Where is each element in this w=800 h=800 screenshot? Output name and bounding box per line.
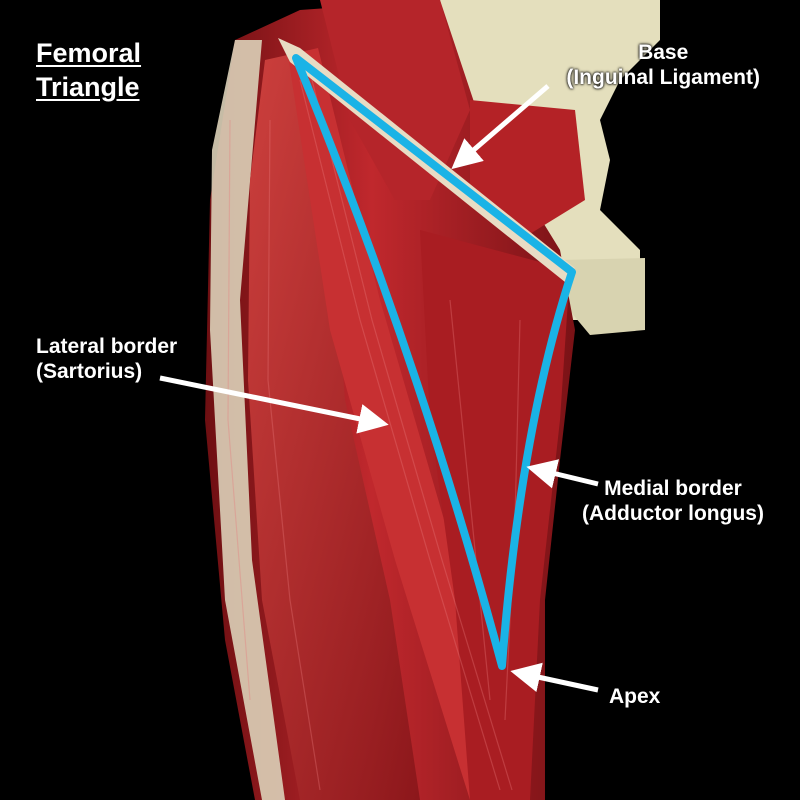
- label-medial-line-2: (Adductor longus): [582, 502, 764, 525]
- label-base-line-1: Base: [638, 41, 689, 64]
- label-apex: Apex: [609, 684, 660, 709]
- title-line-2: Triangle: [36, 72, 140, 102]
- label-lateral-line-1: Lateral border: [36, 335, 178, 358]
- iliotibial-band: [210, 40, 285, 800]
- iliopsoas-muscle: [320, 0, 470, 200]
- quadriceps-muscle: [248, 50, 420, 800]
- pubic-ramus: [560, 258, 645, 335]
- diagram-title: Femoral Triangle: [36, 36, 141, 104]
- arrow-lateral: [159, 375, 389, 434]
- label-medial-line-1: Medial border: [604, 477, 742, 500]
- arrow-medial: [526, 459, 599, 489]
- label-base-line-2: (Inguinal Ligament): [566, 66, 760, 89]
- label-lateral-border: Lateral border (Sartorius): [36, 334, 177, 384]
- adductor-muscle: [420, 230, 570, 800]
- label-apex-line-1: Apex: [609, 685, 661, 708]
- abdominal-muscle: [470, 100, 585, 240]
- title-line-1: Femoral: [36, 38, 142, 68]
- femoral-triangle-outline: [292, 54, 576, 670]
- label-lateral-line-2: (Sartorius): [36, 360, 143, 383]
- arrow-apex: [510, 662, 599, 693]
- label-medial-border: Medial border (Adductor longus): [582, 476, 764, 526]
- arrow-base: [451, 84, 550, 170]
- label-base: Base (Inguinal Ligament): [566, 40, 760, 90]
